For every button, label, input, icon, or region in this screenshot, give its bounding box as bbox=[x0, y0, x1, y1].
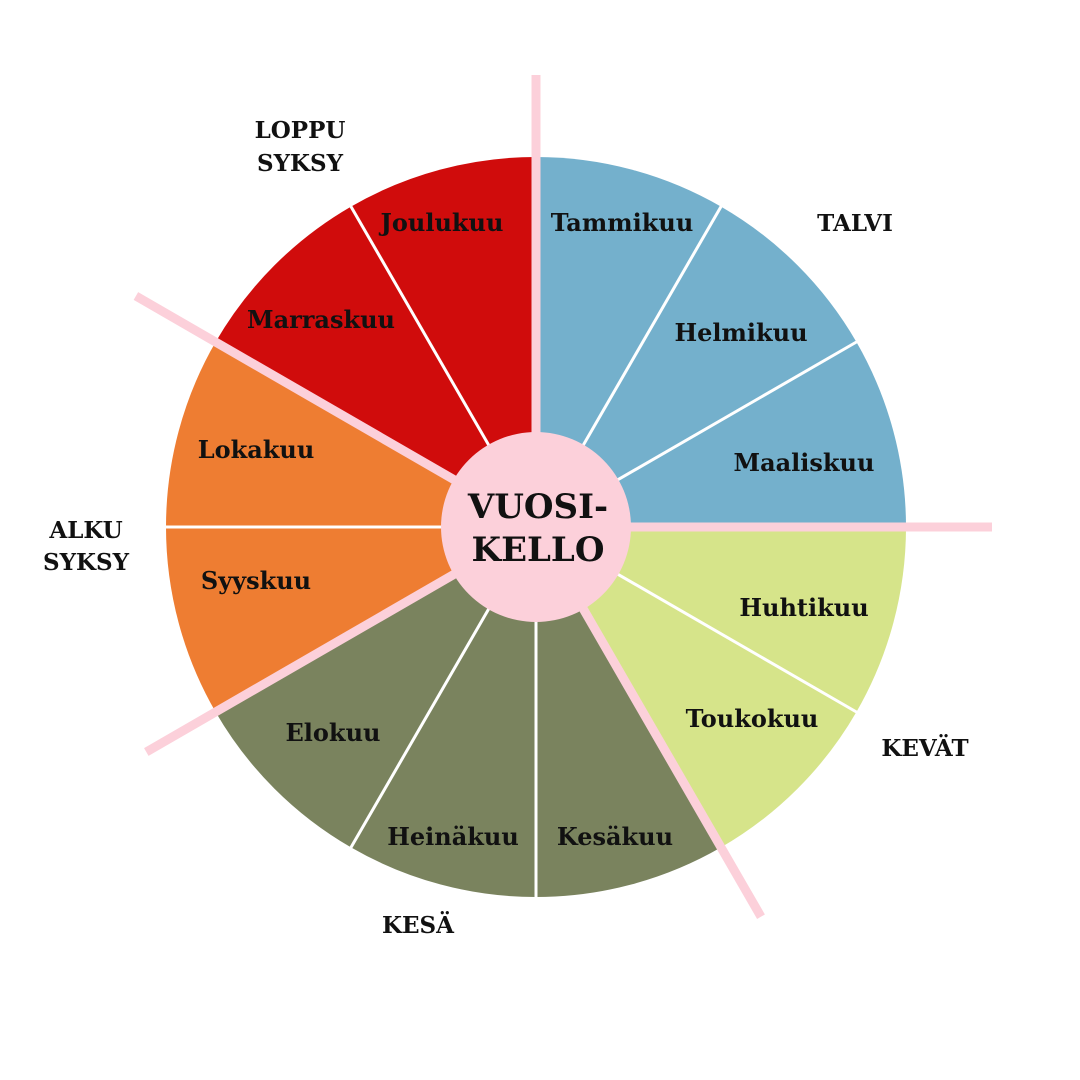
center-title-line-2: KELLO bbox=[472, 530, 605, 570]
center-title-line-1: VUOSI- bbox=[467, 487, 608, 527]
month-label: Toukokuu bbox=[686, 704, 819, 733]
month-label: Helmikuu bbox=[674, 318, 807, 347]
month-sector-7 bbox=[351, 527, 536, 897]
month-sector-1 bbox=[536, 157, 721, 527]
month-sector-5 bbox=[536, 527, 857, 848]
season-label-autumn_late: LOPPU bbox=[255, 117, 346, 144]
center-circle bbox=[441, 432, 631, 622]
month-label: Marraskuu bbox=[247, 305, 395, 334]
month-label: Joulukuu bbox=[379, 208, 504, 237]
center-hub: VUOSI- KELLO bbox=[441, 432, 631, 622]
month-labels: TammikuuHelmikuuMaaliskuuHuhtikuuToukoku… bbox=[198, 208, 875, 851]
season-label-autumn_early: SYKSY bbox=[43, 549, 130, 576]
month-label: Syyskuu bbox=[201, 566, 311, 595]
season-label-spring: KEVÄT bbox=[881, 734, 968, 762]
month-sector-12 bbox=[351, 157, 536, 527]
month-label: Lokakuu bbox=[198, 435, 315, 464]
season-label-winter: TALVI bbox=[817, 210, 893, 237]
month-label: Tammikuu bbox=[551, 208, 694, 237]
month-sector-9 bbox=[166, 527, 536, 712]
month-sector-8 bbox=[215, 527, 536, 848]
month-label: Maaliskuu bbox=[734, 448, 875, 477]
season-label-autumn_early: ALKU bbox=[48, 517, 122, 544]
season-labels: TALVI KEVÄT KESÄ ALKU SYKSY LOPPU SYKSY bbox=[43, 117, 969, 939]
month-sector-10 bbox=[166, 342, 536, 527]
month-label: Heinäkuu bbox=[387, 822, 519, 851]
month-label: Kesäkuu bbox=[557, 822, 673, 851]
month-sector-4 bbox=[536, 527, 906, 712]
season-label-summer: KESÄ bbox=[382, 911, 455, 939]
month-sectors bbox=[166, 157, 906, 897]
month-label: Huhtikuu bbox=[739, 593, 868, 622]
month-sector-3 bbox=[536, 342, 906, 527]
month-sector-2 bbox=[536, 206, 857, 527]
month-label: Elokuu bbox=[286, 718, 381, 747]
month-sector-6 bbox=[536, 527, 721, 897]
month-sector-11 bbox=[215, 206, 536, 527]
season-label-autumn_late: SYKSY bbox=[257, 150, 344, 177]
